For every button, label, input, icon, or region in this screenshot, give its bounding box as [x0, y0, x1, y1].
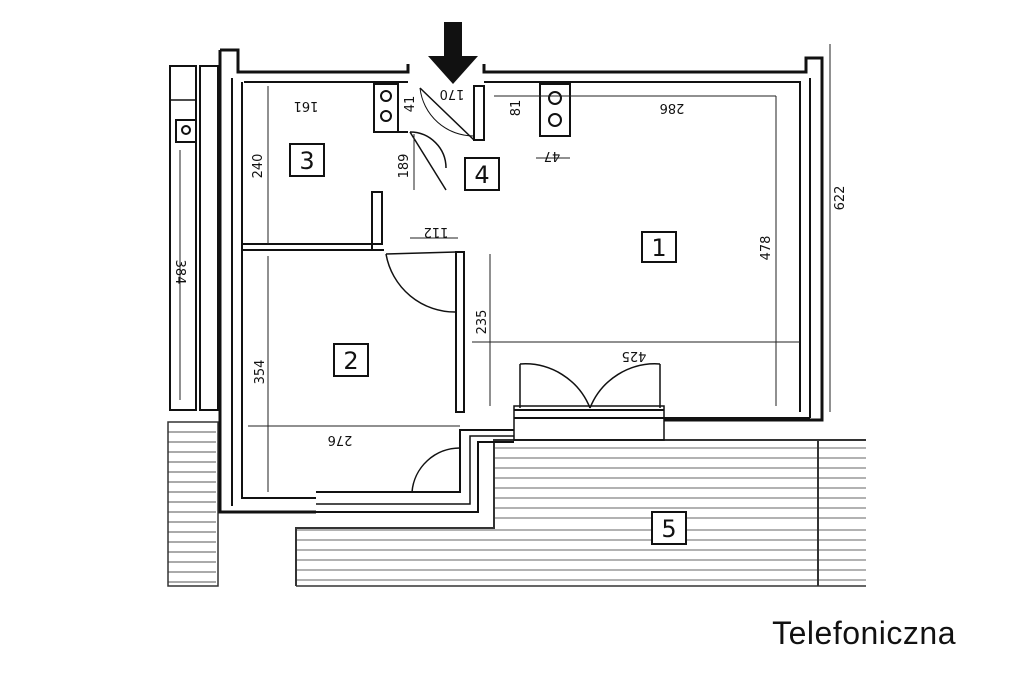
door-swings — [385, 87, 661, 493]
dim-425: 425 — [622, 348, 647, 363]
dim-240: 240 — [251, 154, 266, 179]
dim-276: 276 — [328, 432, 353, 447]
dim-41: 41 — [403, 96, 418, 113]
svg-text:4: 4 — [474, 161, 489, 189]
dim-622: 622 — [833, 186, 848, 211]
dim-354: 354 — [253, 360, 268, 385]
left-neighbour-wall — [169, 65, 219, 411]
terrace-left-outline — [167, 421, 219, 587]
svg-text:1: 1 — [651, 234, 666, 262]
dim-161: 161 — [294, 98, 319, 113]
dim-384: 384 — [172, 260, 187, 285]
svg-text:3: 3 — [299, 147, 314, 175]
room-number-1: 1 — [641, 231, 677, 263]
dim-478: 478 — [759, 236, 774, 261]
svg-text:2: 2 — [343, 347, 358, 375]
room-number-4: 4 — [464, 157, 500, 191]
room-number-2: 2 — [333, 343, 369, 377]
dim-47: 47 — [544, 148, 561, 163]
room-number-3: 3 — [289, 143, 325, 177]
ventilation-shafts — [175, 83, 571, 143]
svg-text:5: 5 — [661, 515, 676, 543]
entrance-arrow-icon — [428, 22, 478, 84]
caption-location: Telefoniczna — [772, 615, 956, 651]
dim-81: 81 — [509, 100, 524, 117]
terrace-left-hatching — [168, 431, 216, 583]
dim-112: 112 — [424, 224, 449, 239]
dimension-lines — [179, 44, 831, 492]
dim-170: 170 — [440, 86, 465, 101]
room-number-5: 5 — [651, 511, 687, 545]
terrace-5-hatching — [296, 447, 866, 581]
dim-286: 286 — [660, 100, 685, 115]
dim-235: 235 — [475, 310, 490, 335]
exterior-walls — [218, 48, 824, 514]
dim-189: 189 — [397, 154, 412, 179]
